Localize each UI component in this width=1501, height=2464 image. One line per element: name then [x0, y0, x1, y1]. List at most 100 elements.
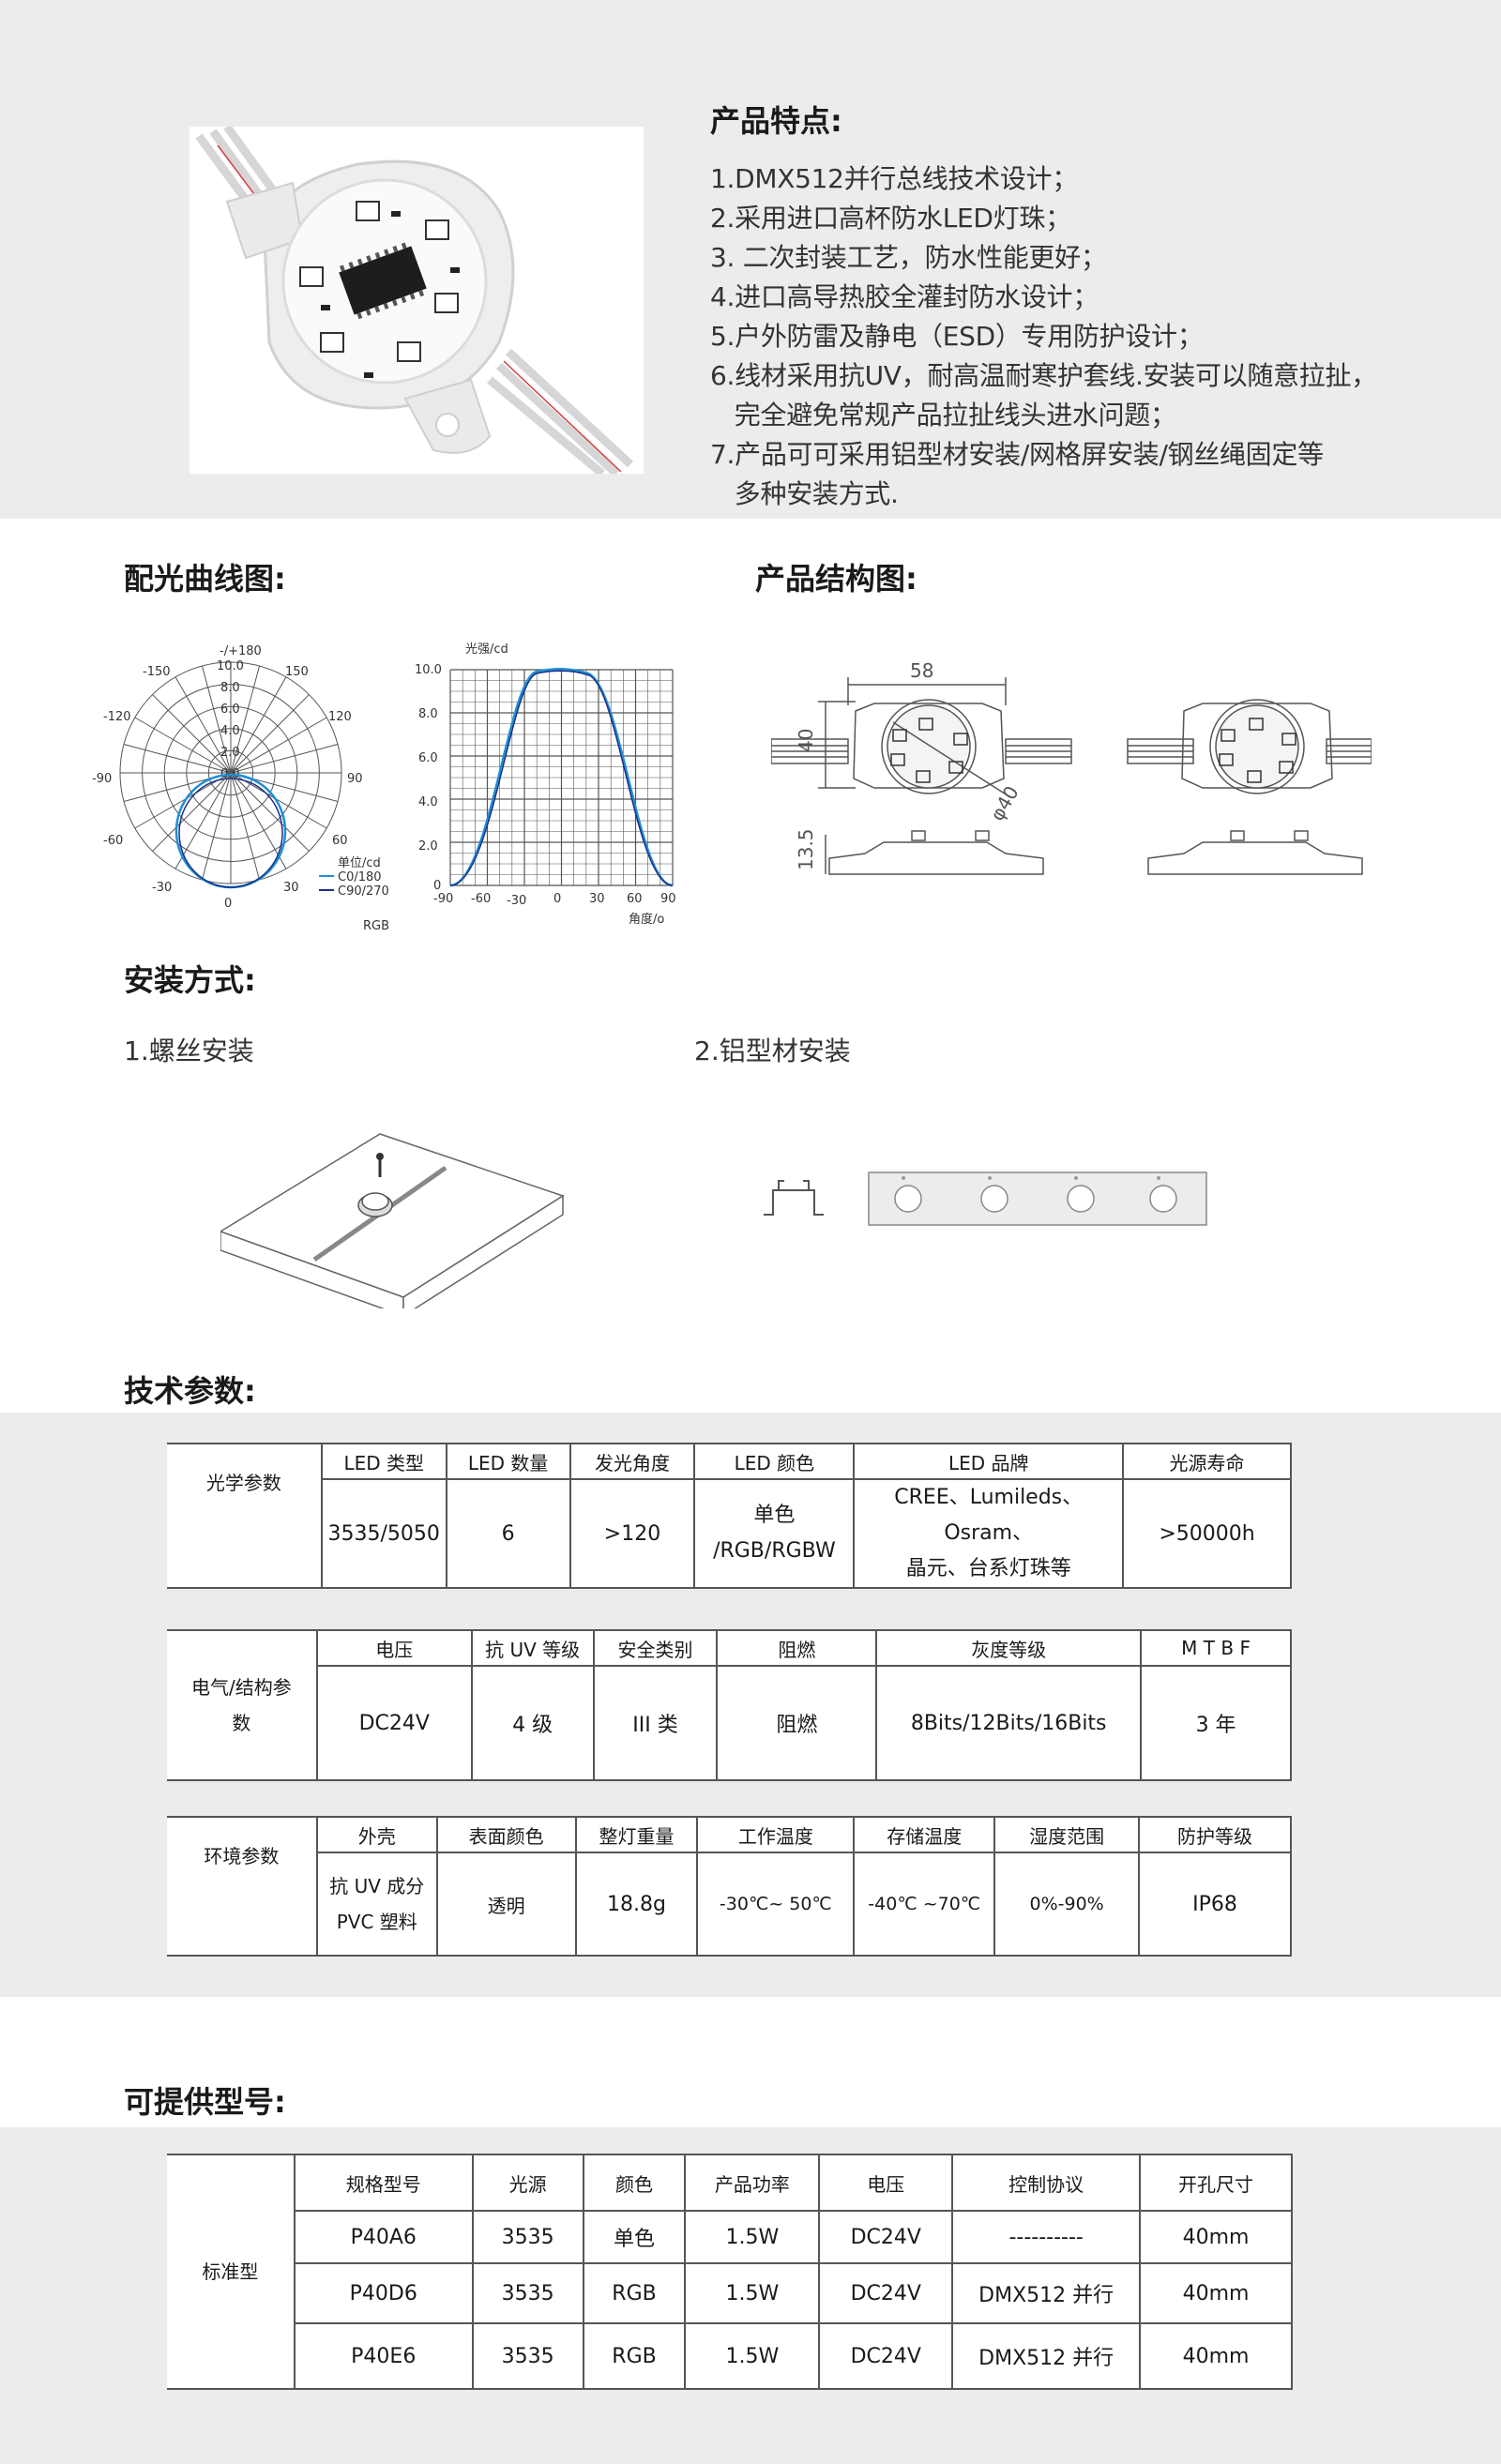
- polar-spoke: [230, 694, 310, 774]
- group-label: 环境参数: [167, 1816, 318, 1957]
- feature-line: 1.DMX512并行总线技术设计；: [710, 163, 1078, 194]
- column-header: LED 类型: [320, 1443, 447, 1480]
- column-header: M T B F: [1140, 1629, 1292, 1667]
- polar-angle-label: -150: [143, 665, 171, 679]
- polar-spoke: [230, 717, 327, 774]
- table-row: P40E6 3535 RGB 1.5W DC24V DMX512 并行 40mm: [167, 2322, 1293, 2390]
- polar-spoke: [230, 772, 287, 869]
- polar-spoke: [230, 772, 261, 881]
- group-label: 光学参数: [167, 1443, 323, 1589]
- polar-spoke: [174, 676, 232, 774]
- cell-model: P40A6: [293, 2210, 474, 2264]
- cell-voltage: DC24V: [315, 1665, 473, 1781]
- polar-spoke: [201, 772, 232, 881]
- cell-flame: 阻燃: [716, 1665, 878, 1781]
- polar-spoke: [230, 676, 287, 774]
- intensity-chart: 光强/cd 角度/o 10.0 8.0 6.0 4.0 2.0 0 -90 -6…: [405, 640, 696, 940]
- install-title: 安装方式:: [124, 962, 256, 998]
- cell-hole: 40mm: [1139, 2262, 1293, 2324]
- electrical-table: 电气/结构参数 电压 抗 UV 等级 安全类别 阻燃 灰度等级 M T B F …: [167, 1629, 1292, 1781]
- features-title: 产品特点:: [710, 103, 842, 139]
- intensity-ytick: 0: [433, 879, 441, 893]
- column-header: 电压: [818, 2154, 954, 2212]
- polar-radial-tick: 4.0: [220, 724, 240, 738]
- feature-line: 5.户外防雷及静电（ESD）专用防护设计；: [710, 321, 1204, 352]
- dim-width: 58: [910, 659, 933, 682]
- optical-table: 光学参数 LED 类型 LED 数量 发光角度 LED 颜色 LED 品牌 光源…: [167, 1443, 1292, 1589]
- polar-spoke: [230, 772, 327, 829]
- feature-line: 6.线材采用抗UV，耐高温耐寒护套线.安装可以随意拉扯，: [710, 360, 1377, 391]
- install-method-1: 1.螺丝安装: [124, 1035, 254, 1066]
- cell-hole: 40mm: [1139, 2322, 1293, 2390]
- cell-led-color: 单色/RGB/RGBW: [693, 1478, 856, 1589]
- polar-angle-label: -90: [92, 772, 112, 786]
- models-table: 标准型 规格型号 光源 颜色 产品功率 电压 控制协议 开孔尺寸 P40A6 3…: [167, 2154, 1293, 2390]
- polar-chart: -/+180 -150 150 -120 120 -90 90 -60 60 -…: [86, 640, 405, 940]
- column-header: 规格型号: [293, 2154, 474, 2212]
- cell-color: 单色: [582, 2210, 687, 2264]
- column-header: 产品功率: [684, 2154, 821, 2212]
- cell-protocol: DMX512 并行: [951, 2262, 1142, 2324]
- column-header: 开孔尺寸: [1139, 2154, 1293, 2212]
- cell-power: 1.5W: [684, 2210, 821, 2264]
- feature-line: 完全避免常规产品拉扯线头进水问题；: [710, 400, 1176, 431]
- models-title: 可提供型号:: [124, 2084, 286, 2120]
- cell-color: RGB: [582, 2322, 687, 2390]
- cell-life: >50000h: [1122, 1478, 1292, 1589]
- cell-model: P40D6: [293, 2262, 474, 2324]
- polar-radial-tick: 8.0: [220, 681, 240, 695]
- cell-source: 3535: [471, 2210, 584, 2264]
- column-header: 光源: [471, 2154, 584, 2212]
- polar-top-label: -/+180: [220, 644, 262, 658]
- tech-title: 技术参数:: [124, 1373, 256, 1409]
- column-header: 湿度范围: [993, 1816, 1141, 1853]
- polar-spoke: [174, 772, 232, 869]
- column-header: 安全类别: [592, 1629, 719, 1667]
- column-header: LED 颜色: [693, 1443, 856, 1480]
- intensity-xlabel: 角度/o: [629, 912, 664, 927]
- cell-led-qty: 6: [445, 1478, 571, 1589]
- column-header: 整灯重量: [574, 1816, 699, 1853]
- polar-spoke: [230, 665, 261, 774]
- cell-voltage: DC24V: [818, 2210, 954, 2264]
- feature-line: 3. 二次封装工艺，防水性能更好；: [710, 242, 1107, 273]
- cell-mtbf: 3 年: [1140, 1665, 1292, 1781]
- column-header: 电压: [315, 1629, 473, 1667]
- polar-footer: RGB: [363, 919, 389, 933]
- polar-radial-tick: 2.0: [220, 746, 240, 760]
- cell-protocol: ----------: [951, 2210, 1142, 2264]
- intensity-xtick: 30: [589, 892, 605, 906]
- polar-angle-label: -60: [103, 834, 123, 848]
- polar-spoke: [152, 772, 232, 852]
- column-header: LED 数量: [445, 1443, 571, 1480]
- polar-legend-c0: C0/180: [338, 870, 382, 884]
- column-header: 颜色: [582, 2154, 687, 2212]
- polar-angle-label: 90: [347, 772, 363, 786]
- cell-led-type: 3535/5050: [320, 1478, 447, 1589]
- structure-title: 产品结构图:: [755, 561, 917, 597]
- cell-surface: 透明: [435, 1852, 577, 1957]
- feature-line: 多种安装方式.: [710, 478, 899, 509]
- polar-spoke: [123, 743, 232, 774]
- group-label: 标准型: [167, 2154, 296, 2390]
- intensity-xtick: -60: [471, 892, 491, 906]
- intensity-ytick: 4.0: [418, 795, 438, 809]
- polar-spoke: [230, 772, 310, 852]
- structure-drawing: 58 40 φ40 13.5: [771, 657, 1372, 910]
- cell-voltage: DC24V: [818, 2322, 954, 2390]
- install-method-2: 2.铝型材安装: [694, 1035, 851, 1066]
- light-curve-title: 配光曲线图:: [124, 561, 286, 597]
- cell-source: 3535: [471, 2262, 584, 2324]
- cell-weight: 18.8g: [574, 1852, 699, 1957]
- features-block: 产品特点: 1.DMX512并行总线技术设计； 2.采用进口高杯防水LED灯珠；…: [710, 98, 1423, 514]
- dim-thickness: 13.5: [795, 828, 817, 870]
- polar-angle-label: -30: [152, 881, 172, 895]
- polar-angle-label: -120: [103, 710, 131, 724]
- intensity-ytick: 8.0: [418, 707, 438, 721]
- intensity-xtick: 90: [660, 892, 676, 906]
- dim-diameter: φ40: [986, 782, 1023, 824]
- column-header: LED 品牌: [853, 1443, 1125, 1480]
- intensity-xtick: 0: [553, 892, 561, 906]
- column-header: 阻燃: [716, 1629, 878, 1667]
